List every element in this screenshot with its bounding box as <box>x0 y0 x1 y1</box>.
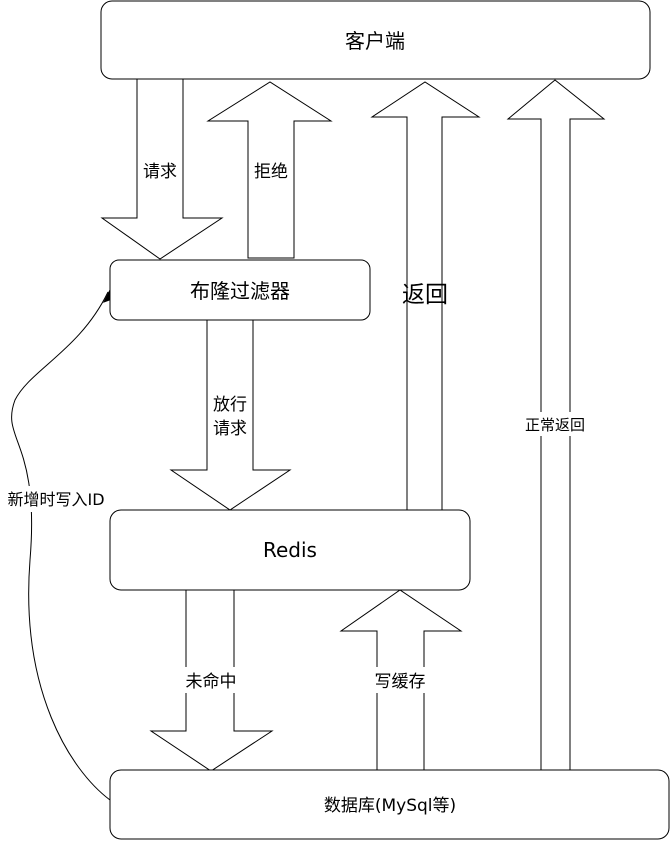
redis-label: Redis <box>263 538 317 562</box>
return-label: 返回 <box>402 282 448 308</box>
database-label: 数据库(MySql等) <box>324 796 456 816</box>
pass-label-line1: 放行 <box>213 395 247 415</box>
request-label: 请求 <box>143 162 177 182</box>
pass-label-line2: 请求 <box>213 419 247 439</box>
client-label: 客户端 <box>345 29 405 53</box>
write-id-label: 新增时写入ID <box>7 490 104 509</box>
client-box <box>100 0 651 80</box>
normal-return-label: 正常返回 <box>525 416 585 434</box>
redis-box <box>109 509 471 591</box>
edge-write-id <box>11 291 111 801</box>
bloom-filter-box <box>109 259 371 321</box>
bloom-filter-label: 布隆过滤器 <box>190 279 290 303</box>
database-box <box>109 769 670 840</box>
miss-label: 未命中 <box>186 672 237 692</box>
write-cache-label: 写缓存 <box>375 672 426 692</box>
reject-label: 拒绝 <box>254 162 288 182</box>
arrow-return-up <box>370 81 481 511</box>
